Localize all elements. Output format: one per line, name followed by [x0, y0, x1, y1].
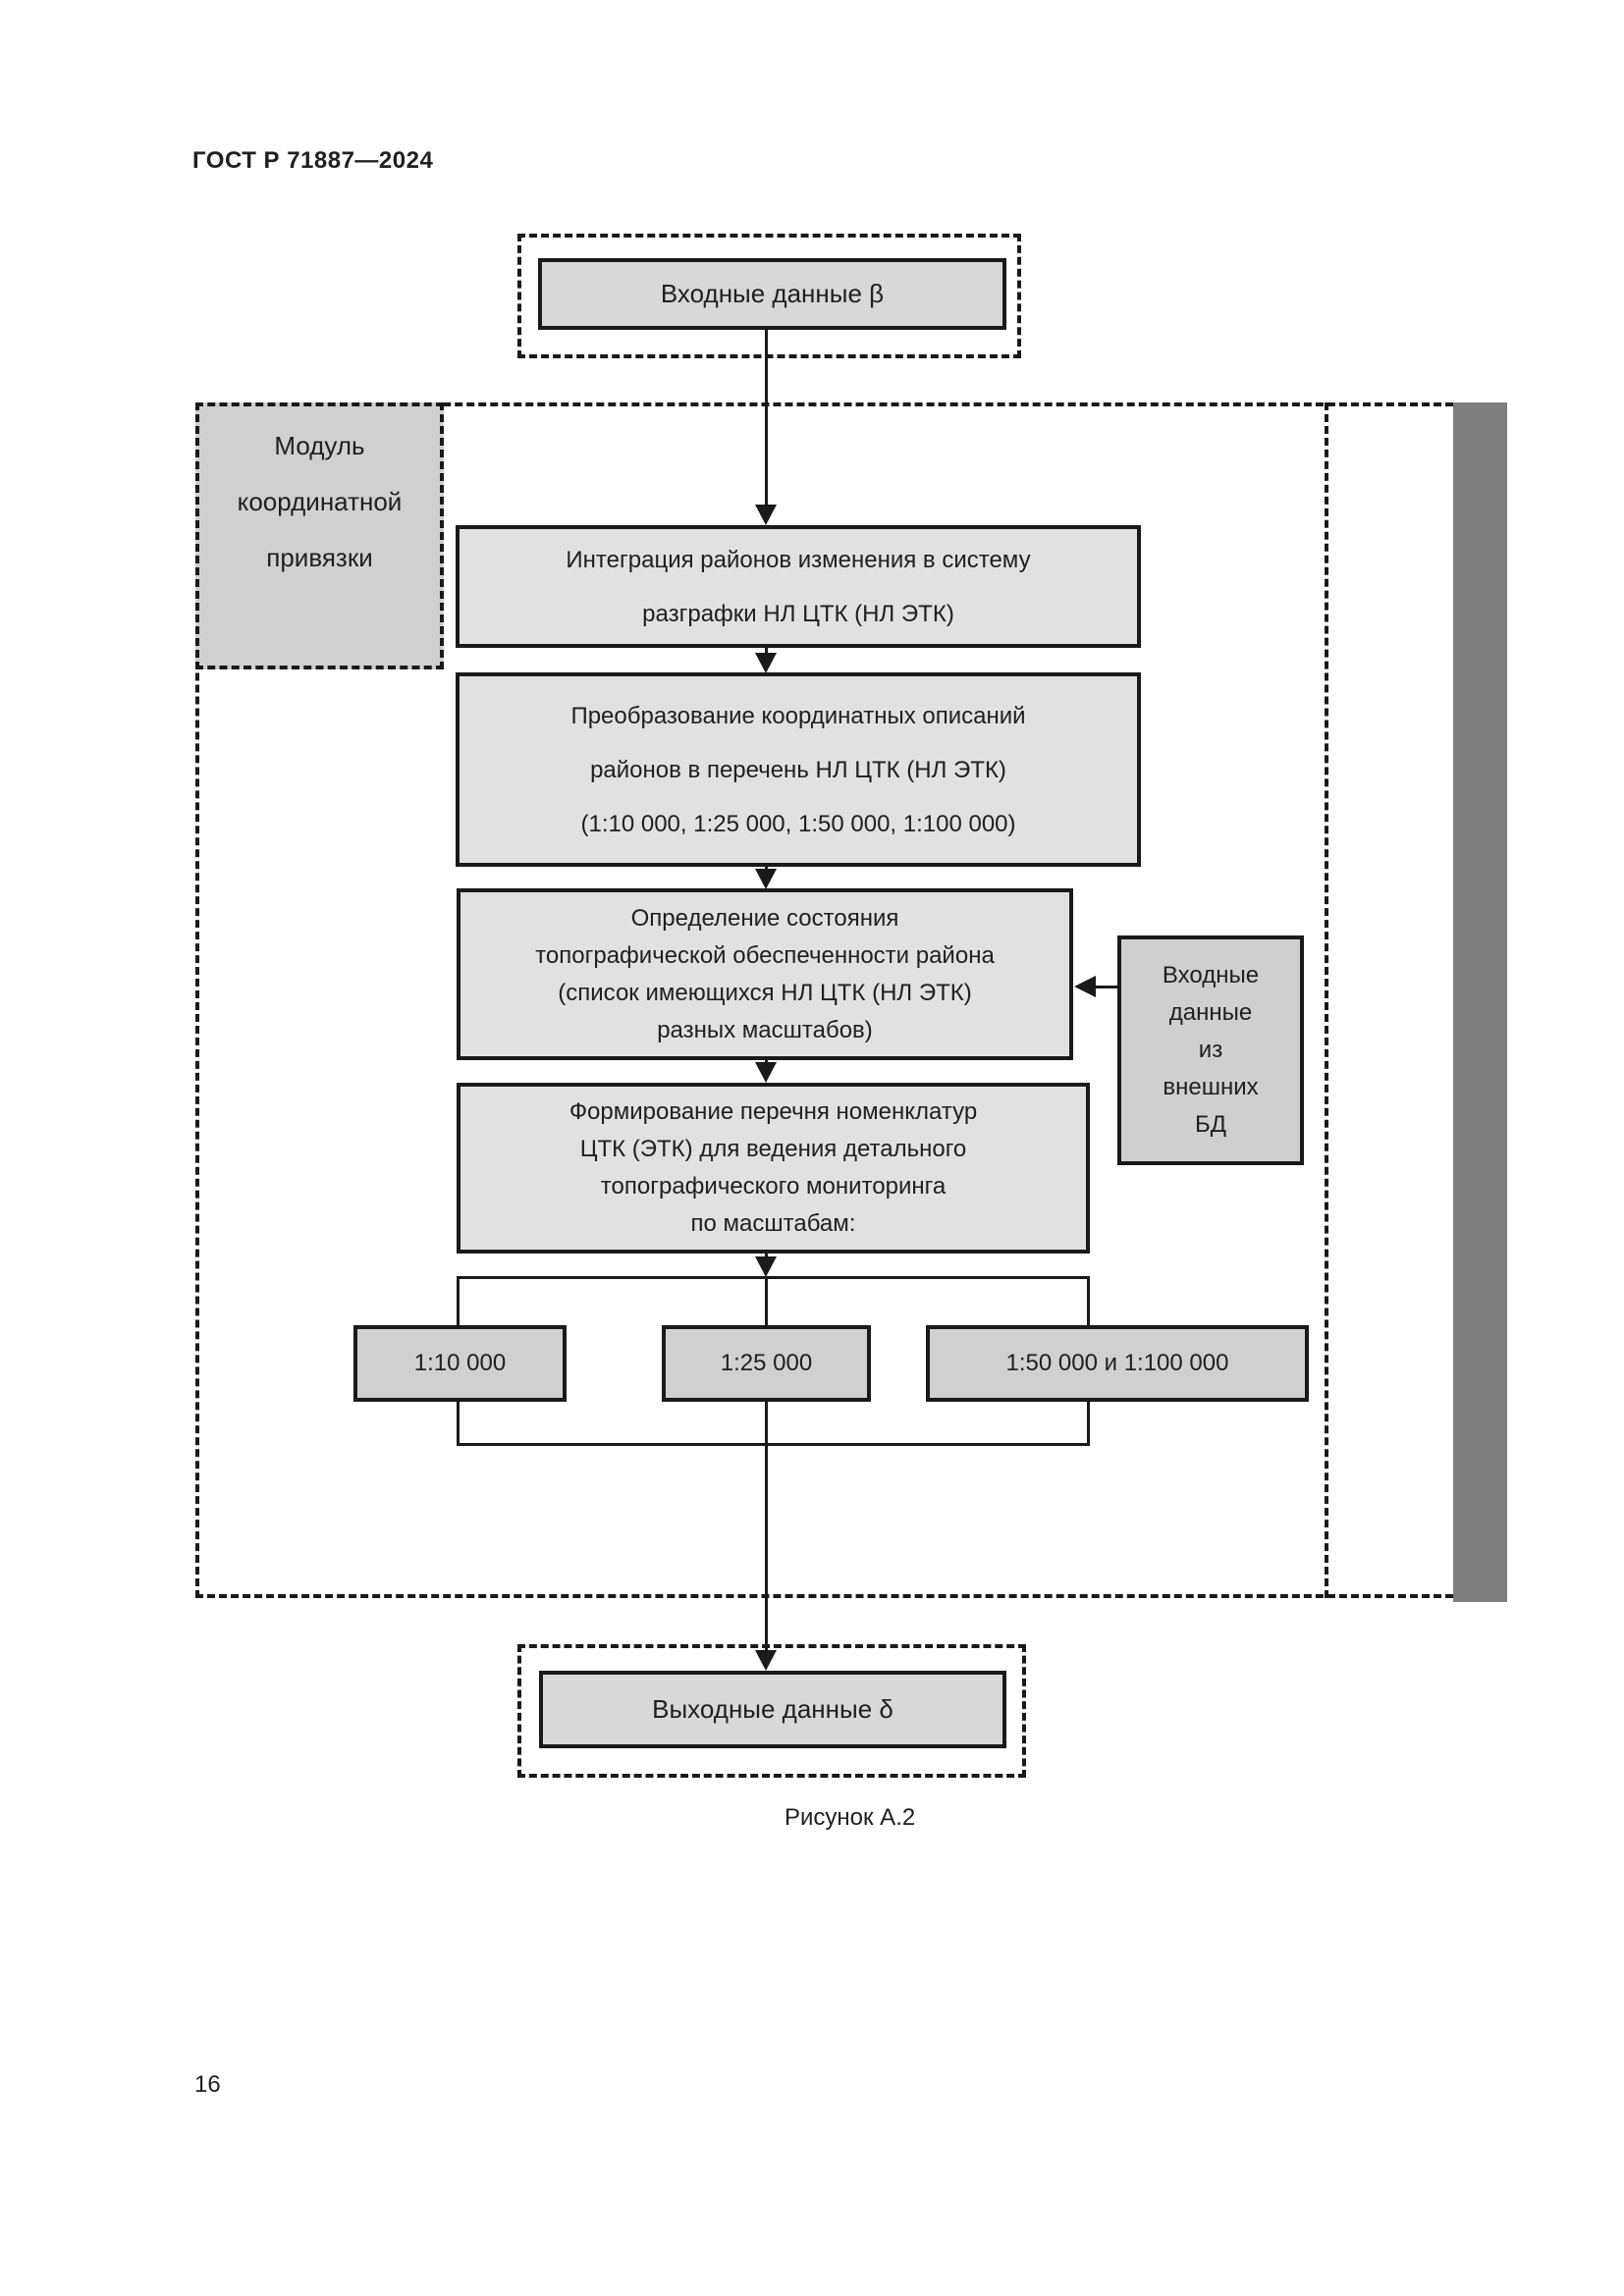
step-text-line: Интеграция районов изменения в систему — [566, 546, 1031, 573]
step-text-line: разных масштабов) — [657, 1016, 873, 1043]
module-label-box: Модуль координатной привязки — [195, 402, 444, 669]
module-label-line: координатной — [237, 487, 403, 516]
module-label-line: привязки — [266, 543, 373, 572]
scale-label: 1:25 000 — [720, 1350, 813, 1376]
external-db-input-box: Входные данные из внешних БД — [1117, 935, 1304, 1165]
figure-caption: Рисунок А.2 — [785, 1804, 916, 1831]
module-label-line: Модуль — [274, 431, 365, 460]
output-data-dashed-frame — [517, 1644, 1026, 1778]
page-number: 16 — [194, 2071, 221, 2098]
external-db-text-line: Входные — [1162, 962, 1260, 988]
scale-box-50000-100000: 1:50 000 и 1:100 000 — [926, 1325, 1309, 1402]
step-text-line: разграфки НЛ ЦТК (НЛ ЭТК) — [642, 600, 954, 627]
external-db-text-line: из — [1198, 1037, 1223, 1063]
connector-line — [1096, 986, 1117, 988]
connector-line — [765, 1445, 768, 1653]
step-box-list-formation: Формирование перечня номенклатур ЦТК (ЭТ… — [457, 1083, 1090, 1254]
input-data-box: Входные данные β — [538, 258, 1006, 330]
scale-label: 1:50 000 и 1:100 000 — [1005, 1350, 1229, 1376]
step-text-line: Формирование перечня номенклатур — [568, 1098, 978, 1125]
module-boundary-container — [195, 402, 1453, 1598]
arrowhead-down-icon — [755, 869, 777, 889]
gray-side-bar — [1453, 402, 1507, 1602]
step-text-line: (1:10 000, 1:25 000, 1:50 000, 1:100 000… — [580, 810, 1016, 837]
output-data-label: Выходные данные δ — [652, 1694, 893, 1724]
input-data-dashed-frame — [517, 234, 1021, 358]
connector-line — [765, 1402, 768, 1447]
input-data-label: Входные данные β — [660, 279, 885, 308]
scale-box-25000: 1:25 000 — [662, 1325, 871, 1402]
step-text-line: ЦТК (ЭТК) для ведения детального — [579, 1136, 967, 1162]
step-box-state-determination: Определение состояния топографической об… — [457, 888, 1073, 1060]
scale-label: 1:10 000 — [413, 1350, 507, 1376]
step-text-line: (список имеющихся НЛ ЦТК (НЛ ЭТК) — [558, 979, 972, 1006]
step-text-line: районов в перечень НЛ ЦТК (НЛ ЭТК) — [590, 756, 1006, 783]
external-db-text-line: БД — [1194, 1111, 1226, 1138]
scale-box-10000: 1:10 000 — [353, 1325, 567, 1402]
arrowhead-down-icon — [755, 653, 777, 673]
step-box-integration: Интеграция районов изменения в систему р… — [456, 525, 1141, 648]
document-header: ГОСТ Р 71887—2024 — [192, 147, 434, 174]
output-data-box: Выходные данные δ — [539, 1671, 1006, 1748]
arrowhead-down-icon — [755, 1650, 777, 1671]
step-box-transformation: Преобразование координатных описаний рай… — [456, 672, 1141, 867]
external-db-text-line: данные — [1168, 999, 1253, 1026]
step-text-line: топографической обеспеченности района — [535, 941, 995, 969]
arrowhead-left-icon — [1074, 976, 1096, 997]
step-text-line: топографического мониторинга — [600, 1173, 947, 1200]
dashed-divider-line — [1325, 402, 1328, 1598]
step-text-line: Преобразование координатных описаний — [570, 702, 1026, 729]
step-text-line: по масштабам: — [690, 1210, 856, 1237]
arrowhead-down-icon — [755, 1062, 777, 1083]
arrowhead-down-icon — [755, 1256, 777, 1277]
external-db-text-line: внешних — [1163, 1074, 1259, 1100]
connector-line — [765, 1276, 768, 1327]
connector-line — [765, 330, 768, 507]
arrowhead-down-icon — [755, 505, 777, 525]
step-text-line: Определение состояния — [630, 904, 899, 932]
